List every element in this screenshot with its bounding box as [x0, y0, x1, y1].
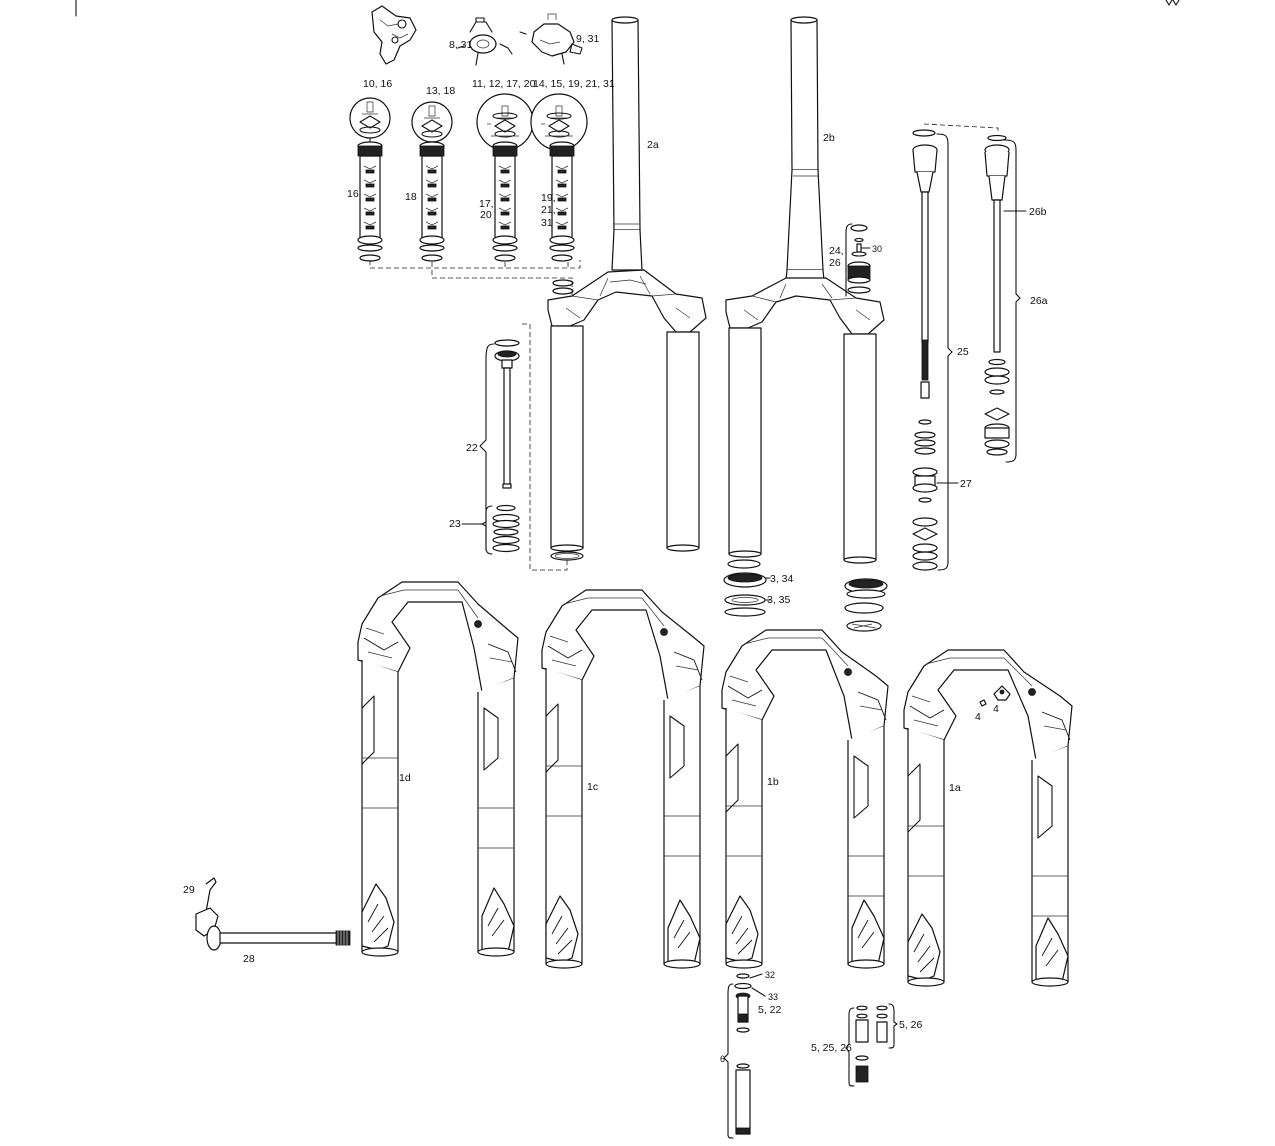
label-1d: 1d: [399, 772, 411, 784]
damper-knob-part-2: [519, 13, 583, 65]
label-2b: 2b: [823, 132, 835, 144]
label-9-31: 9, 31: [576, 33, 600, 45]
label-20: 20: [480, 209, 492, 221]
label-4-right: 4: [993, 703, 999, 715]
label-33: 33: [768, 992, 778, 1002]
top-cap-assembly: [845, 223, 871, 297]
cartridge-leader-line: [431, 262, 573, 298]
label-3-34: 3, 34: [770, 573, 794, 585]
label-11-12-17-20: 11, 12, 17, 20: [472, 78, 536, 90]
lower-leg-1b: [721, 629, 889, 969]
label-26b: 26b: [1029, 206, 1047, 218]
page-corner-mark: [1165, 0, 1180, 6]
label-23: 23: [449, 518, 461, 530]
label-5-26: 5, 26: [899, 1019, 923, 1031]
label-22: 22: [466, 442, 478, 454]
lower-legs: [357, 581, 1073, 987]
label-1b: 1b: [767, 776, 779, 788]
crown-steerer-uppers-2b: [725, 16, 885, 564]
fastener-4-small: [979, 699, 987, 707]
detail-bubble: [349, 97, 391, 139]
label-8-31: 8, 31: [449, 39, 473, 51]
bottom-shaft-6: [723, 973, 766, 1139]
label-30: 30: [872, 244, 882, 254]
cartridge-assembly: [349, 97, 391, 262]
cartridge-assembly: [530, 93, 588, 262]
label-31: 31: [541, 217, 553, 229]
dust-seal-parts: [723, 572, 888, 632]
label-25: 25: [957, 346, 969, 358]
cartridge-assembly: [411, 101, 453, 262]
lower-leg-1a: [903, 649, 1073, 987]
seal-stack-23: [492, 504, 520, 553]
label-1c: 1c: [587, 781, 598, 793]
remote-lever-part: [371, 5, 417, 65]
axle-28: [195, 877, 351, 951]
shaft-leader-line: [923, 123, 999, 132]
bleed-port: [474, 620, 482, 628]
label-4-left: 4: [975, 711, 981, 723]
label-19: 19,: [541, 192, 556, 204]
label-5-25-26: 5, 25, 26: [811, 1042, 852, 1054]
cartridge-grouping-line: [369, 260, 581, 269]
label-24: 24,: [829, 245, 844, 257]
label-17: 17,: [479, 198, 494, 210]
left-dropout: [545, 895, 579, 963]
crown-steerer-uppers-2a: [547, 16, 707, 552]
label-10-16: 10, 16: [363, 78, 392, 90]
label-13-18: 13, 18: [426, 85, 455, 97]
label-16: 16: [347, 188, 359, 200]
damper-cartridges: [349, 93, 588, 295]
label-3-35: 3, 35: [767, 594, 791, 606]
bottom-parts-5-25-26: [845, 1003, 898, 1087]
lower-leg-1c: [541, 589, 705, 969]
label-26a: 26a: [1030, 295, 1048, 307]
label-29: 29: [183, 884, 195, 896]
bracket-23: [481, 505, 493, 555]
damper-knob-part: [457, 17, 513, 66]
label-26: 26: [829, 257, 841, 269]
spring-shaft-22: [494, 339, 520, 489]
label-6: 6: [720, 1054, 725, 1064]
label-5-22: 5, 22: [758, 1004, 782, 1016]
bracket-22: [479, 343, 495, 551]
detail-bubble: [411, 101, 453, 143]
left-dropout: [725, 895, 759, 963]
lower-leg-1d: [357, 581, 519, 957]
label-1a: 1a: [949, 782, 961, 794]
bleed-port: [660, 628, 668, 636]
cartridge-assembly: [476, 93, 534, 262]
label-2a: 2a: [647, 139, 659, 151]
label-28: 28: [243, 953, 255, 965]
air-shaft-26: [984, 134, 1010, 456]
bleed-port: [1028, 688, 1036, 696]
label-18: 18: [405, 191, 417, 203]
left-dropout: [361, 883, 395, 951]
label-14-15-19-21-31: 14, 15, 19, 21, 31: [533, 78, 615, 90]
bleed-port: [844, 668, 852, 676]
damper-shaft-25: [912, 129, 938, 571]
label-27: 27: [960, 478, 972, 490]
label-32: 32: [765, 970, 775, 980]
left-dropout: [907, 913, 941, 981]
bracket-26a: [1003, 139, 1021, 463]
label-21: 21,: [541, 204, 556, 216]
bracket-25: [936, 133, 953, 571]
